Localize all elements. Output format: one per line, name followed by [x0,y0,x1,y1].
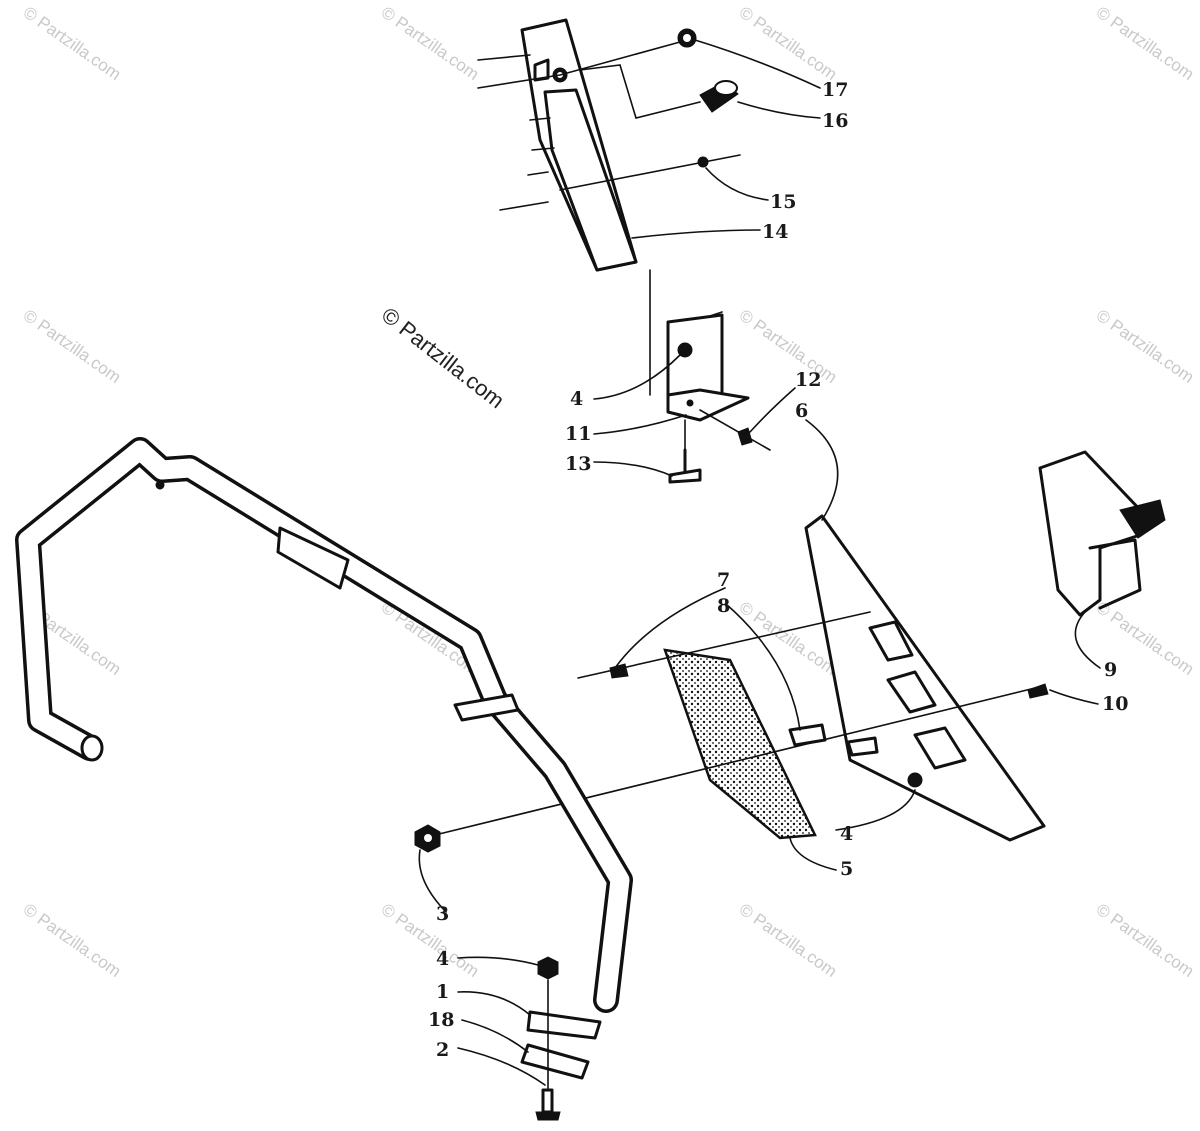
part-4-nut-lower [537,956,559,980]
callout-label-16: 16 [822,110,848,132]
part-13-bolt [668,419,702,484]
watermark: © Partzilla.com [1093,3,1198,84]
callout-label-17: 17 [822,79,848,101]
watermark: © Partzilla.com [378,900,483,981]
watermark: © Partzilla.com [20,3,125,84]
part-12-rivet [699,409,771,451]
part-8-clip [788,723,827,747]
callout-label-13: 13 [565,453,591,475]
callout-label-2: 2 [436,1039,449,1061]
assembly-lines-lower [434,611,1036,836]
callout-label-4-mid: 4 [840,823,853,845]
callout-label-9: 9 [1104,659,1117,681]
callout-labels: 17 16 15 14 12 6 4 11 13 7 8 9 10 4 5 3 … [428,79,1128,1061]
part-2-bolt [535,979,561,1121]
watermark: © Partzilla.com [378,3,483,84]
part-6-side-plate [804,514,1046,842]
callout-label-8: 8 [717,595,730,617]
callout-label-10: 10 [1102,693,1128,715]
part-18-plate [520,1043,590,1080]
watermark: © Partzilla.com [736,900,841,981]
callout-label-3: 3 [436,903,449,925]
watermark: © Partzilla.com [736,306,841,387]
part-11-mount-bracket [666,311,750,422]
part-17-washer [677,28,697,48]
part-9-pad [1038,450,1166,617]
watermark: © Partzilla.com [1093,306,1198,387]
callout-label-1: 1 [436,981,449,1003]
callout-label-15: 15 [770,191,796,213]
callout-label-14: 14 [762,221,788,243]
watermark: © Partzilla.com [736,3,841,84]
part-14-bracket-plate [520,18,638,272]
leader-lines [418,39,1101,1086]
callout-label-11: 11 [565,423,591,445]
main-watermark: © Partzilla.com [377,302,509,413]
part-7-rivet [609,663,629,679]
callout-label-5: 5 [840,858,853,880]
part-1-bumper-tube [15,437,633,1040]
part-16-knob [699,80,739,113]
callout-label-6: 6 [795,400,808,422]
part-10-screw [1027,683,1049,699]
part-5-mesh-screen [663,648,817,840]
assembly-lines-upper [477,41,741,396]
callout-label-4-upper: 4 [570,388,583,410]
callout-label-12: 12 [795,369,821,391]
watermark: © Partzilla.com [1093,900,1198,981]
callout-label-18: 18 [428,1009,454,1031]
callout-label-7: 7 [717,569,730,591]
part-3-nut [414,824,441,853]
watermark: © Partzilla.com [20,306,125,387]
watermark: © Partzilla.com [20,900,125,981]
callout-label-4-lower: 4 [436,948,449,970]
